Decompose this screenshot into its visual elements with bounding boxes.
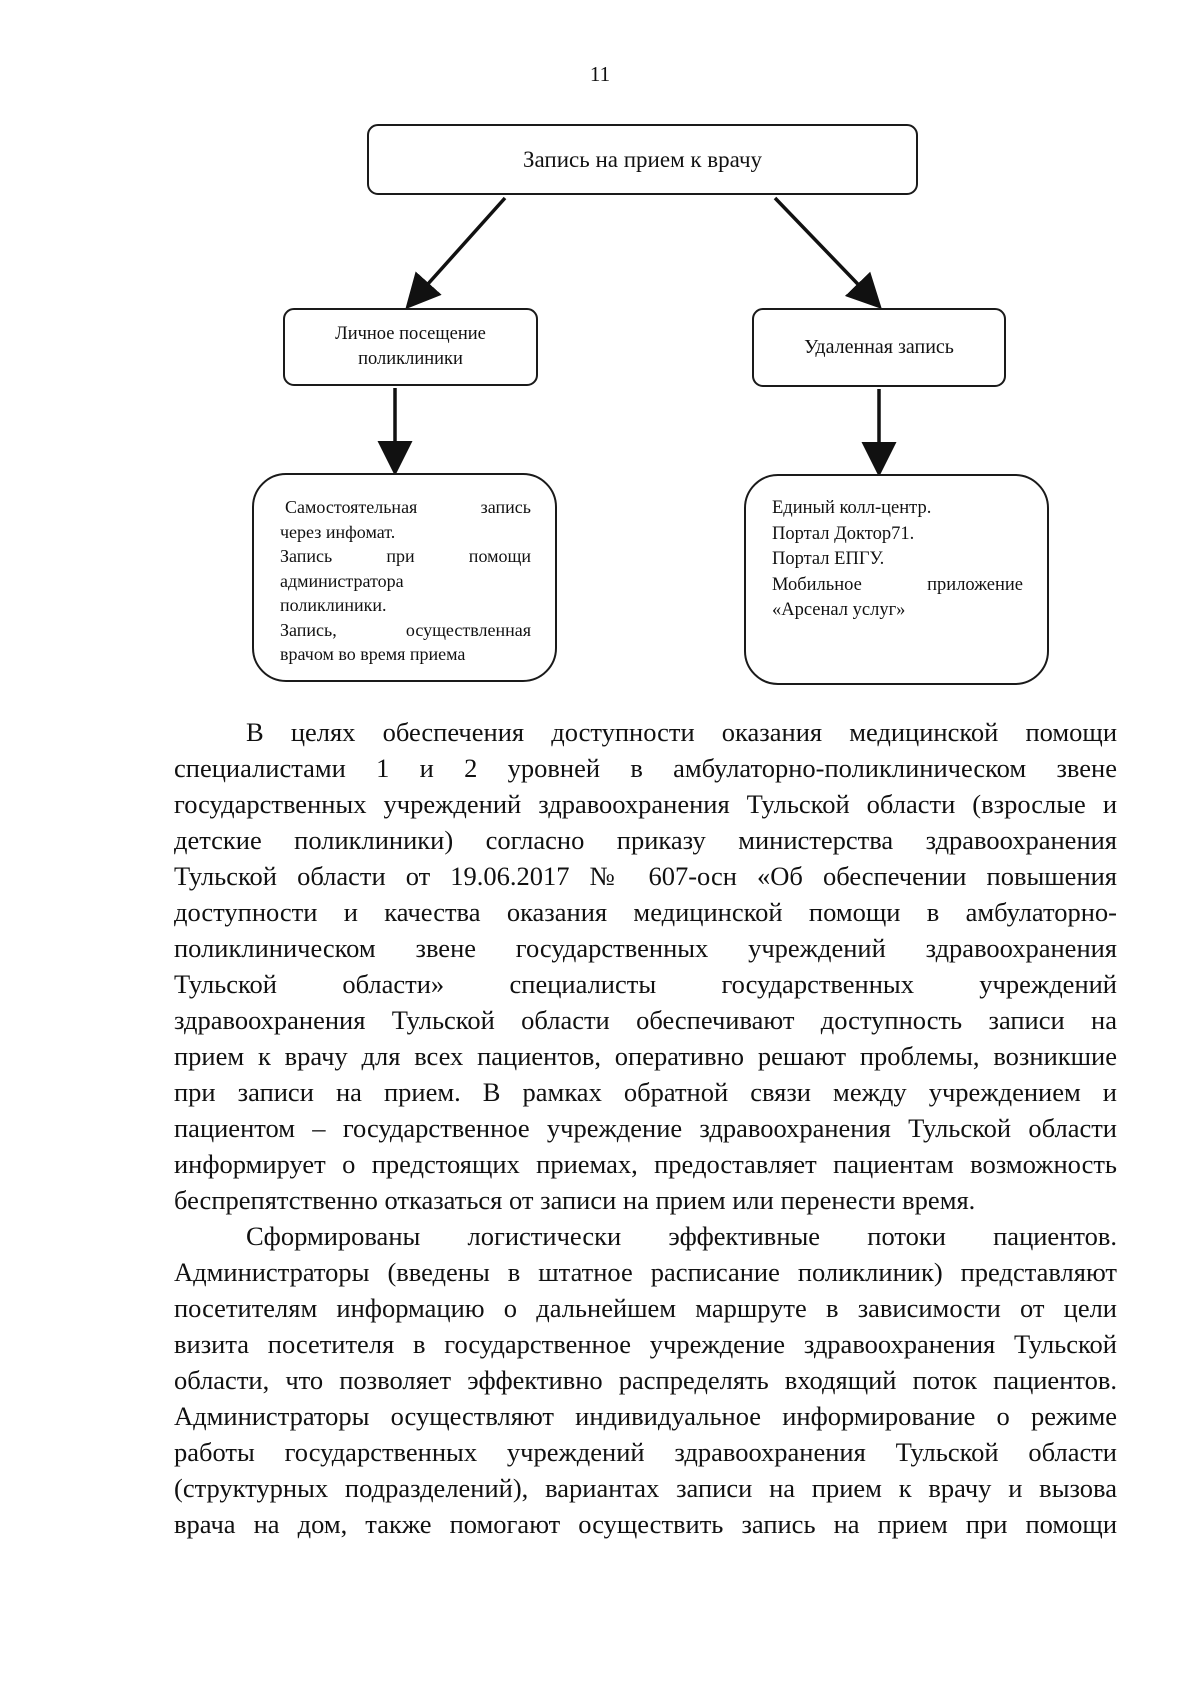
paragraph-line: беспрепятственно отказаться от записи на… <box>174 1185 976 1215</box>
diagram-box-in-person-methods: Самостоятельная запись через инфомат. За… <box>252 473 557 682</box>
paragraph-line: государственных учреждений здравоохранен… <box>174 789 1117 819</box>
paragraph-line: посетителям информацию о дальнейшем марш… <box>174 1293 1117 1323</box>
paragraph-line: специалистами 1 и 2 уровней в амбулаторн… <box>174 753 1117 783</box>
diagram-connectors <box>377 196 897 477</box>
diagram-line: Личное посещение <box>335 324 486 344</box>
diagram-box-appointment: Запись на прием к врачу <box>367 124 918 195</box>
diagram-box-personal-visit: Личное посещение поликлиники <box>283 308 538 386</box>
diagram-line: Самостоятельная запись <box>285 497 531 517</box>
diagram-line: «Арсенал услуг» <box>772 600 906 620</box>
arrow-top-to-left <box>405 196 507 310</box>
paragraph-line: информирует о предстоящих приемах, предо… <box>174 1149 1117 1179</box>
diagram-line: Запись, осуществленная <box>280 619 531 640</box>
paragraph-line: (структурных подразделений), вариантах з… <box>174 1473 1117 1503</box>
diagram-line: Единый колл-центр. <box>772 498 932 518</box>
diagram-box-remote-methods: Единый колл-центр. Портал Доктор71. Порт… <box>744 474 1049 685</box>
paragraph-line: В целях обеспечения доступности оказания… <box>246 717 1117 747</box>
paragraph-line: доступности и качества оказания медицинс… <box>174 897 1117 927</box>
diagram-box-remote-booking: Удаленная запись <box>752 308 1006 387</box>
paragraph-line: при записи на прием. В рамках обратной с… <box>174 1077 1117 1107</box>
diagram-line: врачом во время приема <box>280 644 466 664</box>
paragraph-line: здравоохранения Тульской области обеспеч… <box>174 1005 1117 1035</box>
diagram-line: администратора <box>280 570 404 591</box>
diagram-box-remote-booking-label: Удаленная запись <box>804 336 954 358</box>
paragraph-line: работы государственных учреждений здраво… <box>174 1437 1117 1467</box>
paragraph-line: поликлиническом звене государственных уч… <box>174 933 1117 963</box>
diagram-line: Мобильное приложение <box>772 574 1023 595</box>
diagram-line: поликлиники. <box>280 595 387 615</box>
paragraph-line: визита посетителя в государственное учре… <box>174 1329 1117 1359</box>
diagram-box-appointment-label: Запись на прием к врачу <box>522 146 763 172</box>
diagram-line: Портал ЕПГУ. <box>772 549 885 569</box>
diagram-line: Запись при помощи <box>280 546 531 566</box>
diagram-line: через инфомат. <box>280 521 396 542</box>
paragraph-line: Тульской области» специалисты государств… <box>174 969 1117 999</box>
diagram-line: Портал Доктор71. <box>772 523 915 544</box>
paragraph-line: области, что позволяет эффективно распре… <box>174 1365 1117 1395</box>
diagram-line: поликлиники <box>358 349 463 369</box>
paragraph-line: Администраторы (введены в штатное распис… <box>174 1257 1117 1287</box>
paragraph-line: Администраторы осуществляют индивидуальн… <box>174 1401 1117 1431</box>
paragraph-line: детские поликлиники) согласно приказу ми… <box>174 825 1117 855</box>
paragraph-line: врача на дом, также помогают осуществить… <box>174 1509 1117 1539</box>
paragraph-line: пациентом – государственное учреждение з… <box>174 1113 1117 1143</box>
paragraph-line: прием к врачу для всех пациентов, операт… <box>174 1041 1117 1071</box>
paragraph-line: Сформированы логистически эффективные по… <box>246 1221 1117 1251</box>
paragraph-line: Тульской области от 19.06.2017 № 607-осн… <box>174 861 1117 891</box>
page-number: 11 <box>589 62 611 86</box>
arrow-top-to-right <box>773 196 882 310</box>
body-text: В целях обеспечения доступности оказания… <box>174 714 1117 1542</box>
